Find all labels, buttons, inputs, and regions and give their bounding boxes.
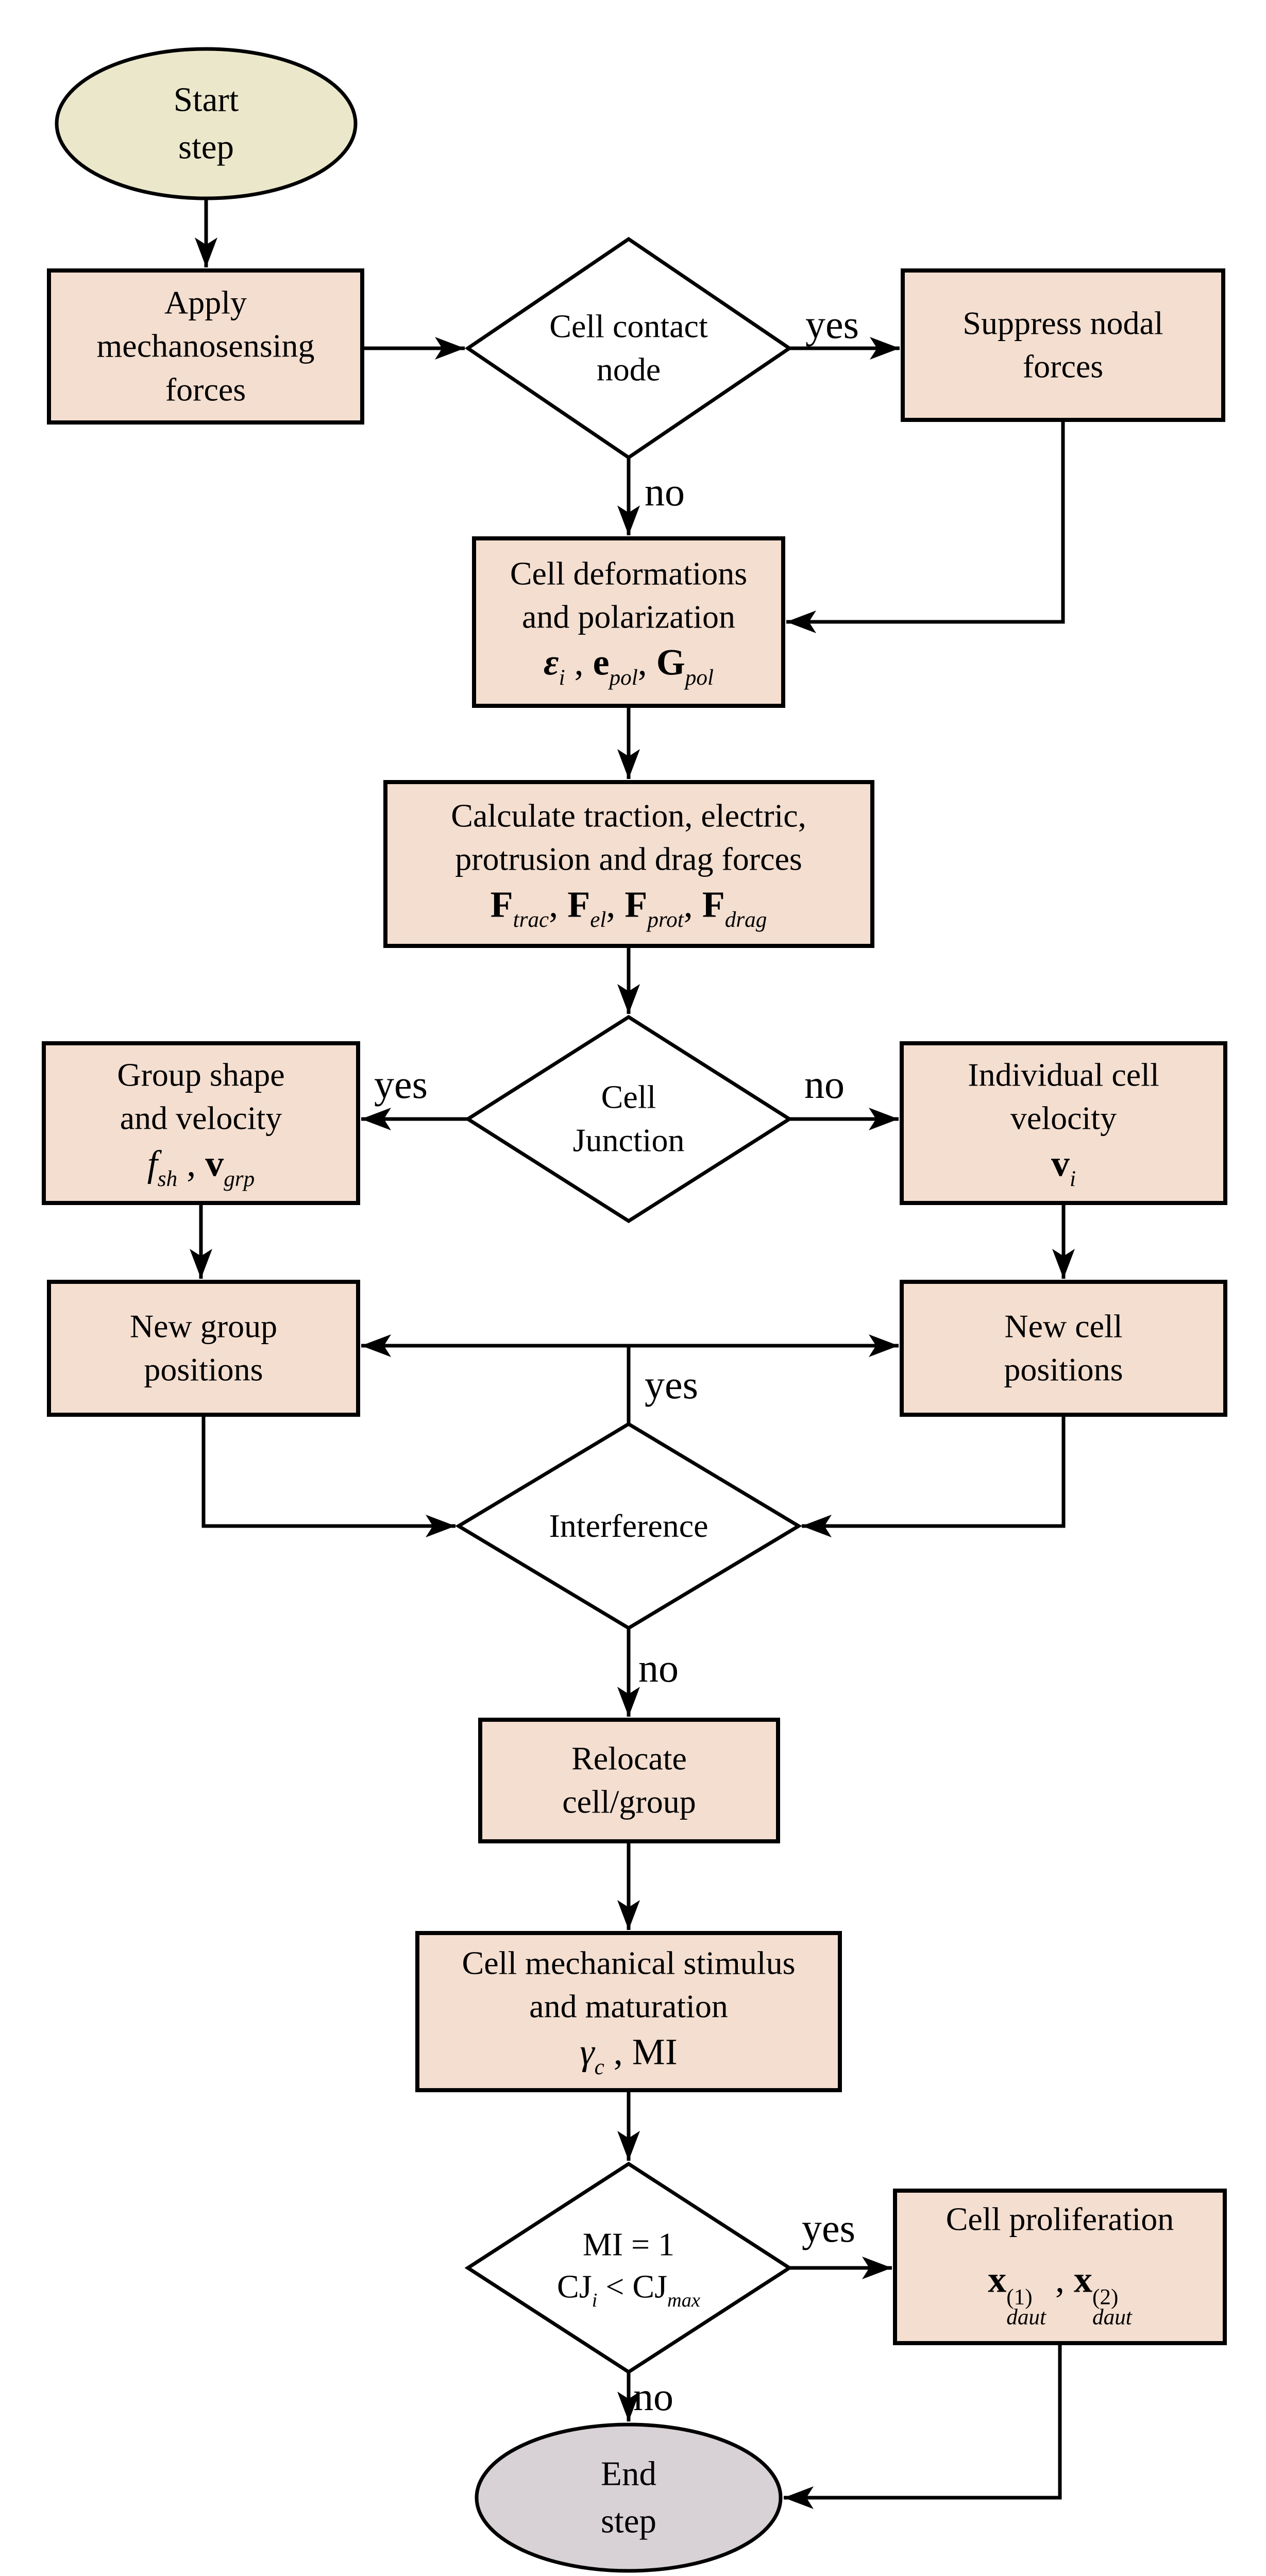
node-proliferation-label: Cell proliferation x(1)daut , x(2)daut [946,2200,1174,2330]
node-contact-label: Cell contact node [549,308,708,388]
node-interference-shape [455,1421,802,1631]
label-mi-yes: yes [802,2206,855,2250]
node-groupshape-label: Group shape and velocity fsh , vgrp [117,1056,285,1191]
node-end-label: End step [601,2454,656,2540]
node-end-shape [475,2422,783,2573]
label-interference-yes: yes [645,1362,698,1407]
node-stimulus-label: Cell mechanical stimulus and maturation … [462,1944,796,2079]
label-mi-no: no [633,2374,673,2419]
node-relocate-label: Relocate cell/group [562,1740,696,1820]
label-junction-yes: yes [374,1062,428,1107]
node-individual-shape [900,1041,1227,1205]
edge-proliferation-end [784,2343,1062,2509]
edge-suppress-deform [786,420,1065,633]
node-newcell-label: New cell positions [1004,1308,1123,1388]
node-junction-shape [464,1014,793,1224]
label-junction-no: no [804,1062,845,1107]
node-forces-shape [383,780,874,948]
node-newgroup-label: New group positions [129,1308,278,1388]
node-forces-label: Calculate traction, electric, protrusion… [451,797,806,932]
node-individual-label: Individual cell velocity vi [968,1056,1159,1191]
node-apply-label: Apply mechanosensing forces [96,284,315,408]
node-contact-shape [464,236,793,460]
node-interference-label: Interference [549,1507,708,1544]
node-suppress-shape [901,268,1225,422]
node-deform-label: Cell deformations and polarization εi , … [510,555,748,690]
node-junction-label: Cell Junction [572,1078,685,1159]
node-mi-shape [464,2161,793,2375]
node-relocate-shape [478,1718,780,1843]
label-contact-yes: yes [805,302,859,347]
node-stimulus-shape [415,1931,842,2092]
node-newgroup-shape [47,1280,360,1417]
node-suppress-label: Suppress nodal forces [963,304,1163,385]
node-mi-label: MI = 1 CJi < CJmax [557,2226,700,2312]
node-apply-shape [47,268,364,425]
edge-newgroup-interference [201,1415,455,1537]
node-proliferation-shape [893,2189,1227,2345]
edge-newcell-interference [802,1415,1066,1537]
node-newcell-shape [900,1280,1227,1417]
node-groupshape-shape [42,1041,360,1205]
label-interference-no: no [638,1646,679,1690]
node-start-label: Start step [173,80,239,166]
label-contact-no: no [645,469,685,514]
node-start-shape [55,47,358,200]
node-deform-shape [472,536,785,708]
